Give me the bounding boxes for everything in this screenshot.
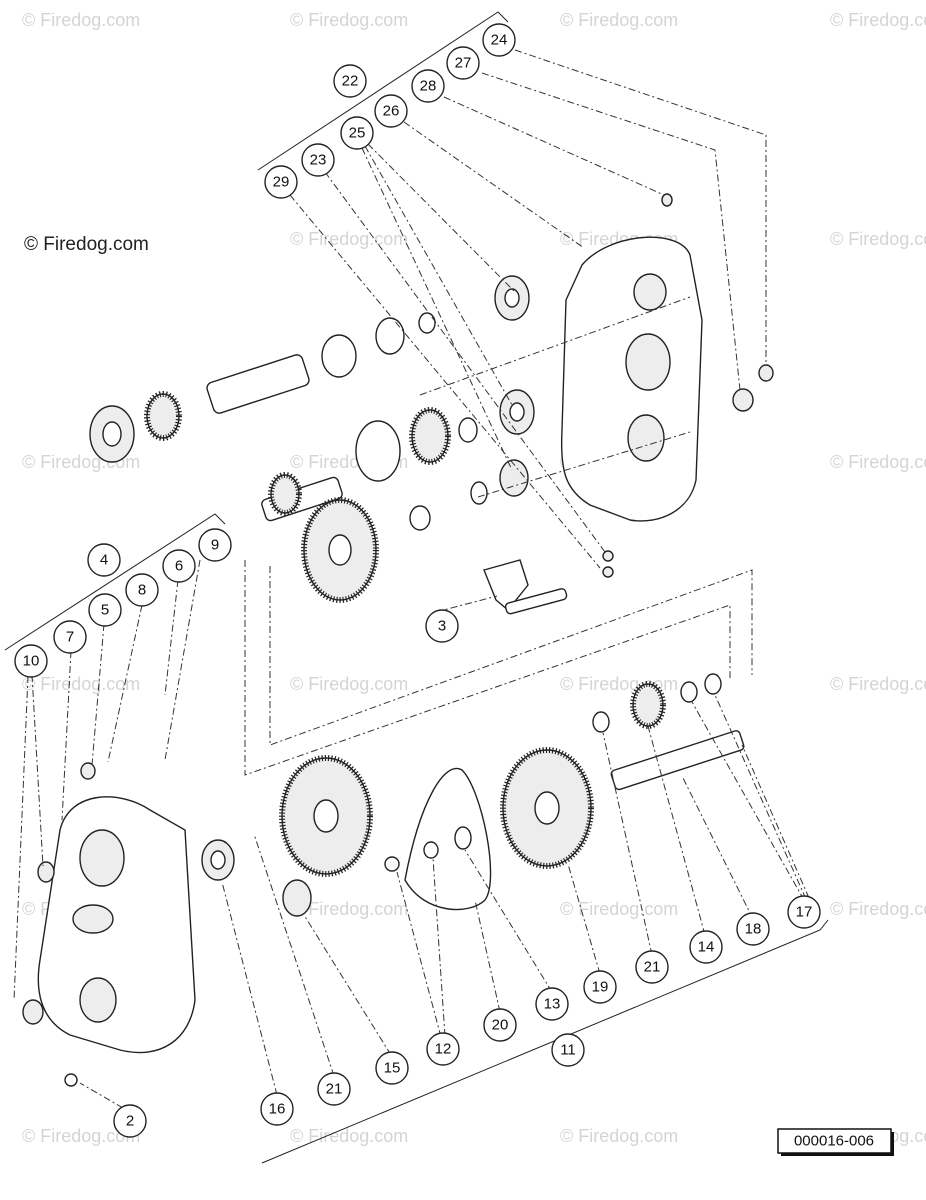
callout-14[interactable]: 14	[689, 930, 723, 964]
group-brackets	[4, 11, 829, 1164]
watermark-primary: © Firedog.com	[24, 234, 149, 255]
callout-label: 26	[383, 103, 400, 120]
callout-label: 12	[435, 1041, 452, 1058]
callout-label: 22	[342, 73, 359, 90]
callout-label: 20	[492, 1017, 509, 1034]
watermark: © Firedog.com	[830, 229, 926, 249]
watermark: © Firedog.com	[560, 10, 678, 30]
callout-label: 21	[644, 959, 661, 976]
callout-label: 25	[349, 125, 366, 142]
watermark: © Firedog.com	[830, 452, 926, 472]
right-housing-cover	[560, 193, 774, 578]
watermark: © Firedog.com	[830, 10, 926, 30]
callout-15[interactable]: 15	[375, 1051, 409, 1085]
callout-label: 3	[438, 618, 446, 635]
shift-fork	[483, 559, 568, 615]
callout-28[interactable]: 28	[411, 69, 445, 103]
callout-label: 28	[420, 78, 437, 95]
left-housing	[22, 762, 196, 1087]
callout-label: 29	[273, 174, 290, 191]
callout-label: 11	[560, 1042, 576, 1059]
watermark: © Firedog.com	[22, 10, 140, 30]
lower-gear-train	[201, 673, 745, 917]
callout-22[interactable]: 22	[333, 64, 367, 98]
callout-label: 19	[592, 979, 609, 996]
callout-label: 13	[544, 996, 561, 1013]
callout-11[interactable]: 11	[551, 1033, 585, 1067]
callout-21[interactable]: 21	[635, 950, 669, 984]
callout-label: 7	[66, 629, 74, 646]
callout-label: 24	[491, 32, 508, 49]
callout-27[interactable]: 27	[446, 46, 480, 80]
watermark: © Firedog.com	[290, 674, 408, 694]
callout-20[interactable]: 20	[483, 1008, 517, 1042]
callout-12[interactable]: 12	[426, 1032, 460, 1066]
callout-18[interactable]: 18	[736, 912, 770, 946]
callout-label: 2	[126, 1113, 134, 1130]
callout-26[interactable]: 26	[374, 94, 408, 128]
watermark: © Firedog.com	[290, 1126, 408, 1146]
callout-17[interactable]: 17	[787, 895, 821, 929]
callout-23[interactable]: 23	[301, 143, 335, 177]
callout-2[interactable]: 2	[113, 1104, 147, 1138]
callout-29[interactable]: 29	[264, 165, 298, 199]
watermark: © Firedog.com	[830, 674, 926, 694]
watermark: © Firedog.com	[560, 899, 678, 919]
callout-label: 5	[101, 602, 109, 619]
callout-16[interactable]: 16	[260, 1092, 294, 1126]
callout-4[interactable]: 4	[87, 543, 121, 577]
watermark: © Firedog.com	[290, 899, 408, 919]
callout-label: 17	[796, 904, 813, 921]
callout-21[interactable]: 21	[317, 1072, 351, 1106]
watermark: © Firedog.com	[22, 674, 140, 694]
callout-label: 9	[211, 537, 219, 554]
callout-8[interactable]: 8	[125, 573, 159, 607]
watermark: © Firedog.com	[560, 1126, 678, 1146]
callout-label: 6	[175, 558, 183, 575]
callout-label: 27	[455, 55, 472, 72]
leader-lines	[13, 49, 810, 1109]
callout-9[interactable]: 9	[198, 528, 232, 562]
callout-6[interactable]: 6	[162, 549, 196, 583]
callout-label: 18	[745, 921, 762, 938]
diagram-code: 000016-006	[794, 1133, 874, 1150]
callout-label: 16	[269, 1101, 286, 1118]
callout-5[interactable]: 5	[88, 593, 122, 627]
callout-label: 10	[23, 653, 40, 670]
callout-label: 21	[326, 1081, 343, 1098]
callout-label: 14	[698, 939, 715, 956]
watermark: © Firedog.com	[22, 1126, 140, 1146]
callout-label: 4	[100, 552, 108, 569]
watermark: © Firedog.com	[830, 899, 926, 919]
upper-gear-cluster	[89, 275, 535, 603]
callout-10[interactable]: 10	[14, 644, 48, 678]
callout-label: 8	[138, 582, 146, 599]
callout-3[interactable]: 3	[425, 609, 459, 643]
callout-label: 23	[310, 152, 327, 169]
callout-13[interactable]: 13	[535, 987, 569, 1021]
callouts: 24 27 28 22 26 25 23 29 9 4 6 8 5 7 10 3…	[14, 23, 821, 1138]
callout-19[interactable]: 19	[583, 970, 617, 1004]
callout-25[interactable]: 25	[340, 116, 374, 150]
diagram-code-box: 000016-006	[777, 1128, 894, 1156]
watermark: © Firedog.com	[290, 229, 408, 249]
callout-label: 15	[384, 1060, 401, 1077]
watermark: © Firedog.com	[290, 10, 408, 30]
callout-24[interactable]: 24	[482, 23, 516, 57]
callout-7[interactable]: 7	[53, 620, 87, 654]
